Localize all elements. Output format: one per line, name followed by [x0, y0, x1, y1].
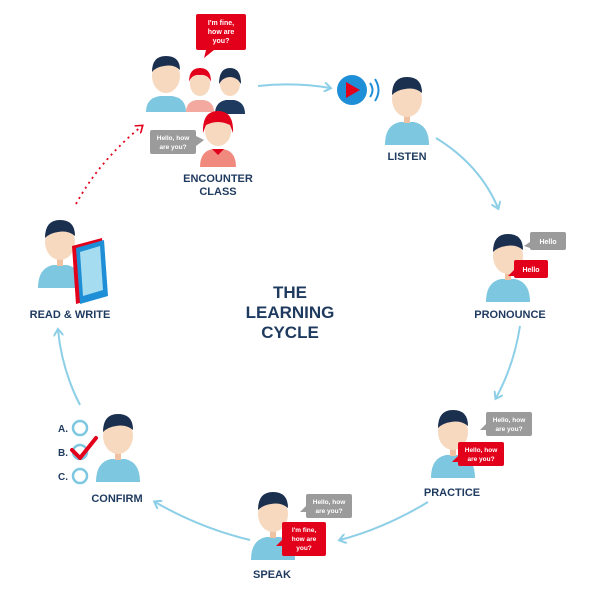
arrow-listen-to-pronounce: [435, 137, 498, 208]
option-circle-c: [71, 467, 89, 485]
title-line-1: THE: [273, 283, 307, 302]
arrow-readwrite-to-encounter: [75, 126, 142, 205]
stage-confirm: A. B. C. CONFIRM: [58, 414, 143, 505]
option-label-b: B.: [58, 448, 68, 459]
speech-bubble-gray: Hello, how are you?: [150, 130, 204, 154]
bubble-text: are you?: [495, 426, 522, 433]
arrow-practice-to-speak: [340, 501, 429, 540]
stage-label-read-write: READ & WRITE: [30, 309, 111, 321]
bubble-text: I'm fine,: [208, 20, 234, 27]
stage-label-encounter-line2: CLASS: [199, 186, 236, 198]
person-icon: [146, 56, 186, 112]
bubble-text: Hello, how: [313, 499, 346, 506]
play-sound-icon: [337, 75, 380, 105]
person-icon: [38, 220, 82, 288]
speech-bubble-gray: Hello, how are you?: [300, 494, 352, 518]
bubble-text: are you?: [467, 456, 494, 463]
bubble-text: I'm fine,: [292, 527, 316, 534]
quiz-options: A. B. C.: [58, 419, 98, 485]
arrow-pronounce-to-practice: [496, 325, 521, 398]
bubble-text: Hello, how: [493, 417, 526, 424]
stage-label-listen: LISTEN: [387, 151, 426, 163]
person-icon: [215, 68, 245, 114]
person-icon: [200, 111, 236, 167]
stage-label-speak: SPEAK: [253, 569, 291, 581]
speech-bubble-red: Hello, how are you?: [452, 442, 504, 466]
stage-label-practice: PRACTICE: [424, 487, 480, 499]
stage-label-encounter-line1: ENCOUNTER: [183, 173, 253, 185]
option-circle-a: [71, 419, 89, 437]
bubble-text: how are: [208, 29, 235, 36]
arrow-encounter-to-listen: [257, 84, 330, 88]
title-line-3: CYCLE: [261, 323, 319, 342]
person-icon: [385, 77, 429, 145]
title-line-2: LEARNING: [246, 303, 335, 322]
cycle-arrows: [58, 84, 521, 541]
bubble-text: Hello: [522, 267, 539, 274]
tablet-book-icon: [72, 238, 108, 304]
bubble-text: Hello: [539, 239, 556, 246]
bubble-text: you?: [213, 38, 230, 45]
bubble-text: Hello, how: [157, 135, 190, 142]
bubble-text: are you?: [159, 144, 186, 151]
stage-read-write: READ & WRITE: [30, 220, 111, 321]
speech-bubble-gray: Hello, how are you?: [480, 412, 532, 436]
bubble-text: how are: [292, 536, 317, 543]
stage-label-pronounce: PRONOUNCE: [474, 309, 546, 321]
stage-encounter-class: I'm fine, how are you? Hello, how are yo…: [146, 14, 253, 198]
stage-speak: Hello, how are you? I'm fine, how are yo…: [251, 492, 352, 581]
stage-pronounce: Hello Hello PRONOUNCE: [474, 232, 566, 321]
stage-label-confirm: CONFIRM: [91, 493, 142, 505]
option-label-a: A.: [58, 424, 68, 435]
checkmark-icon: [70, 436, 98, 460]
bubble-text: Hello, how: [465, 447, 498, 454]
bubble-text: are you?: [315, 508, 342, 515]
speech-bubble-red: Hello: [508, 260, 548, 278]
arrow-confirm-to-readwrite: [58, 330, 81, 406]
person-icon: [96, 414, 140, 482]
center-title: THE LEARNING CYCLE: [246, 283, 335, 342]
arrow-speak-to-confirm: [155, 502, 251, 541]
stage-listen: LISTEN: [337, 75, 429, 163]
person-icon: [186, 68, 214, 112]
bubble-text: you?: [296, 545, 312, 552]
speech-bubble-red: I'm fine, how are you?: [276, 522, 326, 556]
speech-bubble-red: I'm fine, how are you?: [196, 14, 246, 58]
speech-bubble-gray: Hello: [524, 232, 566, 250]
option-label-c: C.: [58, 472, 68, 483]
stage-practice: Hello, how are you? Hello, how are you? …: [424, 410, 532, 499]
